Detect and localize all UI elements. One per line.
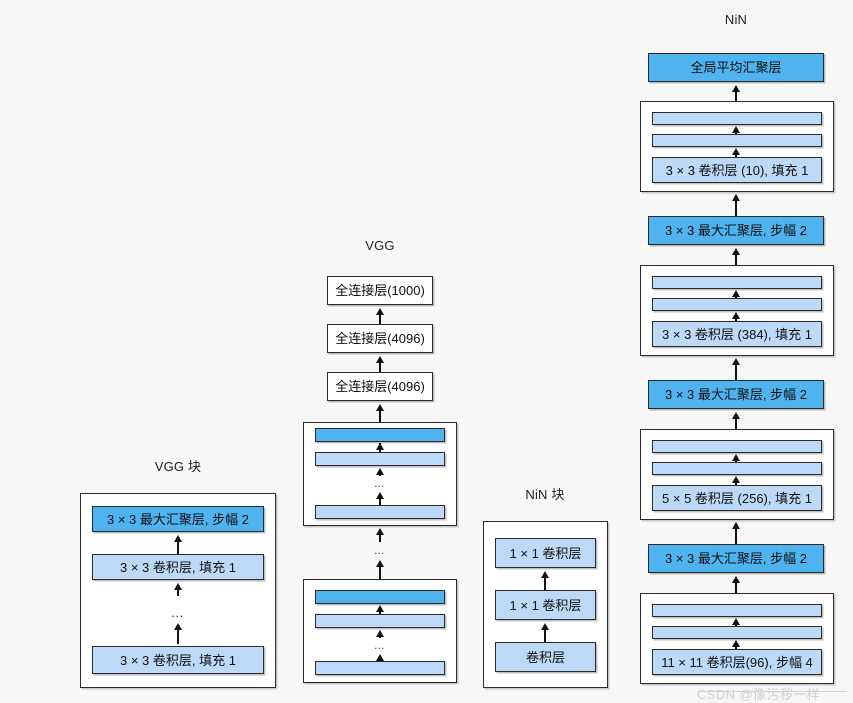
vgg-block-layer-conv-top[interactable]: 3 × 3 卷积层, 填充 1 bbox=[92, 554, 264, 580]
nin-network-title: NiN bbox=[724, 12, 748, 27]
vgg-block-lower-ellipsis: … bbox=[373, 640, 387, 652]
nin-block-3-conv[interactable]: 3 × 3 卷积层 (384), 填充 1 bbox=[652, 321, 822, 347]
nin-block-1-conv[interactable]: 11 × 11 卷积层(96), 步幅 4 bbox=[652, 649, 822, 675]
nin-block-conv1x1-mid[interactable]: 1 × 1 卷积层 bbox=[495, 590, 596, 620]
nin-block-1-bar-mid[interactable] bbox=[652, 626, 822, 639]
vgg-block-lower-bar-conv-top[interactable] bbox=[315, 614, 445, 628]
vgg-network-title: VGG bbox=[365, 238, 395, 253]
vgg-block-layer-pool[interactable]: 3 × 3 最大汇聚层, 步幅 2 bbox=[92, 506, 264, 532]
vgg-block-upper-bar-pool[interactable] bbox=[315, 428, 445, 442]
nin-maxpool-2[interactable]: 3 × 3 最大汇聚层, 步幅 2 bbox=[648, 380, 824, 409]
vgg-block-lower-bar-pool[interactable] bbox=[315, 590, 445, 604]
nin-block-3-bar-mid[interactable] bbox=[652, 298, 822, 311]
nin-block-title: NiN 块 bbox=[525, 487, 565, 502]
vgg-fc-4096-upper[interactable]: 全连接层(4096) bbox=[327, 324, 433, 353]
nin-block-2-conv[interactable]: 5 × 5 卷积层 (256), 填充 1 bbox=[652, 485, 822, 511]
nin-global-avg-pool[interactable]: 全局平均汇聚层 bbox=[648, 53, 824, 82]
watermark-strike bbox=[697, 691, 847, 692]
nin-block-4-bar-mid[interactable] bbox=[652, 134, 822, 147]
nin-block-conv[interactable]: 卷积层 bbox=[495, 642, 596, 672]
vgg-fc-4096-lower[interactable]: 全连接层(4096) bbox=[327, 372, 433, 401]
nin-block-2-bar-mid[interactable] bbox=[652, 462, 822, 475]
vgg-block-upper-ellipsis: … bbox=[373, 478, 387, 490]
vgg-block-layer-conv-bottom[interactable]: 3 × 3 卷积层, 填充 1 bbox=[92, 646, 264, 674]
vgg-block-upper-bar-conv-bottom[interactable] bbox=[315, 505, 445, 519]
vgg-block-title: VGG 块 bbox=[154, 459, 202, 474]
vgg-block-upper-bar-conv-top[interactable] bbox=[315, 452, 445, 466]
nin-block-2-bar-top[interactable] bbox=[652, 440, 822, 453]
vgg-between-blocks-ellipsis: … bbox=[373, 545, 387, 557]
vgg-fc-1000[interactable]: 全连接层(1000) bbox=[327, 276, 433, 305]
nin-maxpool-3[interactable]: 3 × 3 最大汇聚层, 步幅 2 bbox=[648, 216, 824, 245]
nin-block-4-conv[interactable]: 3 × 3 卷积层 (10), 填充 1 bbox=[652, 157, 822, 183]
nin-block-1-bar-top[interactable] bbox=[652, 604, 822, 617]
nin-block-4-bar-top[interactable] bbox=[652, 112, 822, 125]
vgg-block-lower-bar-conv-bottom[interactable] bbox=[315, 661, 445, 675]
nin-block-3-bar-top[interactable] bbox=[652, 276, 822, 289]
watermark: CSDN @像污秽一样 bbox=[697, 687, 821, 702]
vgg-block-ellipsis: … bbox=[170, 605, 186, 620]
nin-maxpool-1[interactable]: 3 × 3 最大汇聚层, 步幅 2 bbox=[648, 544, 824, 573]
nin-block-conv1x1-top[interactable]: 1 × 1 卷积层 bbox=[495, 538, 596, 568]
